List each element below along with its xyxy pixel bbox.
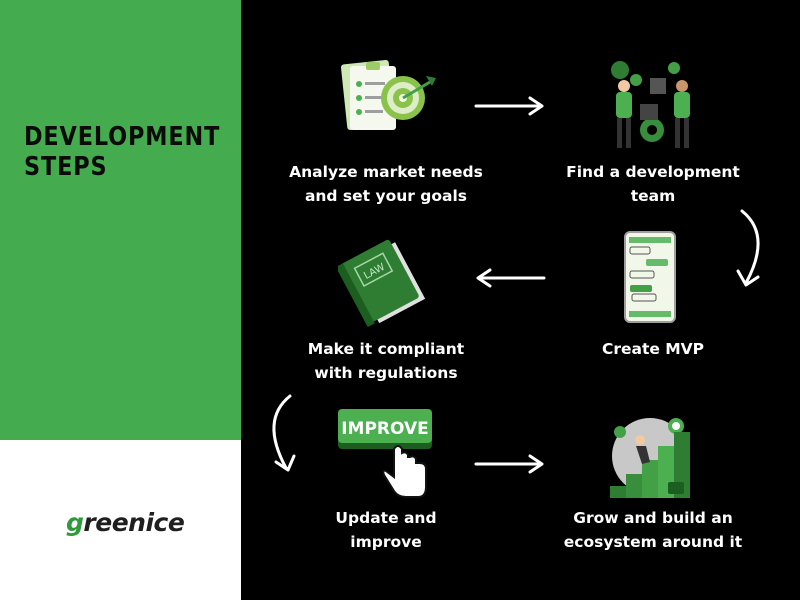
step-line: Create MVP [601,340,705,358]
page-title-line2: STEPS [24,152,108,182]
law-book-icon: LAW [338,232,438,327]
step-team-caption: Find a development team [543,160,763,208]
step-line: Make it compliant [307,340,465,358]
curved-arrow-down-icon-left [256,390,306,480]
step-update-caption: Update and improve [276,506,496,554]
step-line: ecosystem around it [563,533,743,551]
arrow-right-icon-bottom [470,452,550,476]
greenice-logo: greenice [66,508,185,537]
left-panel-white [0,440,241,600]
curved-arrow-down-icon [728,205,778,295]
step-line: team [630,187,676,205]
step-mvp-caption: Create MVP [543,337,763,361]
page-title-line1: DEVELOPMENT [24,122,221,152]
goal-checklist-target-icon [330,58,440,138]
growth-stairs-target-icon [606,412,698,500]
improve-label: IMPROVE [341,419,429,439]
team-puzzle-gears-icon [602,58,702,153]
step-grow-caption: Grow and build an ecosystem around it [543,506,763,554]
step-line: improve [350,533,422,551]
left-panel-green [0,0,241,440]
diagram-area [241,0,800,600]
smartphone-chat-icon [624,231,676,323]
step-compliance-caption: Make it compliant with regulations [276,337,496,385]
step-line: and set your goals [304,187,468,205]
step-analyze-caption: Analyze market needs and set your goals [276,160,496,208]
arrow-right-icon [470,94,550,118]
step-line: Find a development [566,163,740,181]
page-title: DEVELOPMENT STEPS [24,122,221,182]
step-line: Update and [335,509,437,527]
arrow-left-icon [470,266,550,290]
step-line: Grow and build an [573,509,733,527]
improve-button-cursor-icon: IMPROVE [336,407,436,502]
step-line: with regulations [314,364,458,382]
step-line: Analyze market needs [289,163,483,181]
